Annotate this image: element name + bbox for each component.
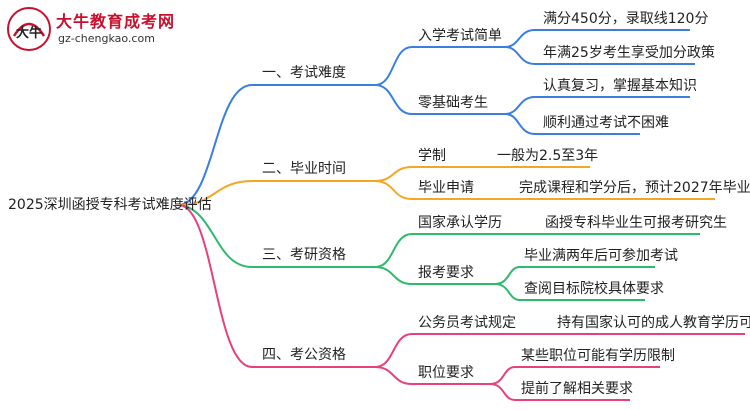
node-position-requirements: 职位要求: [418, 365, 474, 381]
connector-root-branch-1: [179, 84, 253, 206]
connector-root-branch-3: [179, 204, 253, 268]
site-logo: 大牛 大牛教育成考网 gz-chengkao.com: [6, 6, 196, 52]
logo-title: 大牛教育成考网: [56, 12, 176, 31]
node-entrance-exam-easy: 入学考试简单: [418, 28, 502, 44]
leaf-review: 认真复习，掌握基本知识: [543, 78, 697, 94]
leaf-pass-easy: 顺利通过考试不困难: [543, 115, 669, 131]
node-graduation-application: 毕业申请: [418, 180, 474, 196]
leaf-duration: 一般为2.5至3年: [497, 148, 599, 164]
branch-graduation-time: 二、毕业时间: [262, 161, 346, 177]
leaf-check-school: 查阅目标院校具体要求: [524, 281, 664, 297]
node-civil-service-rules: 公务员考试规定: [418, 315, 516, 331]
branch-exam-difficulty: 一、考试难度: [262, 65, 346, 81]
branch-civil-service-eligibility: 四、考公资格: [262, 347, 346, 363]
connector-root-branch-4: [179, 204, 253, 368]
leaf-can-apply-postgrad: 函授专科毕业生可报考研究生: [545, 215, 727, 231]
leaf-two-years: 毕业满两年后可参加考试: [524, 248, 678, 264]
leaf-score-line: 满分450分，录取线120分: [543, 11, 709, 27]
node-school-system: 学制: [418, 148, 446, 164]
leaf-graduation-2027: 完成课程和学分后，预计2027年毕业: [519, 180, 750, 196]
leaf-age-bonus: 年满25岁考生享受加分政策: [543, 45, 715, 61]
connector-root-branch-2: [179, 180, 253, 206]
branch-postgrad-eligibility: 三、考研资格: [262, 247, 346, 263]
node-zero-basis: 零基础考生: [418, 95, 488, 111]
node-national-recognition: 国家承认学历: [418, 215, 502, 231]
leaf-adult-education-ok: 持有国家认可的成人教育学历可报考: [557, 315, 750, 331]
leaf-learn-ahead: 提前了解相关要求: [521, 381, 633, 397]
logo-badge-text: 大牛: [16, 25, 42, 41]
node-application-requirements: 报考要求: [418, 265, 474, 281]
leaf-degree-limit: 某些职位可能有学历限制: [521, 348, 675, 364]
root-topic: 2025深圳函授专科考试难度评估: [8, 197, 212, 213]
logo-badge-icon: 大牛: [7, 7, 51, 51]
logo-url: gz-chengkao.com: [58, 32, 155, 45]
